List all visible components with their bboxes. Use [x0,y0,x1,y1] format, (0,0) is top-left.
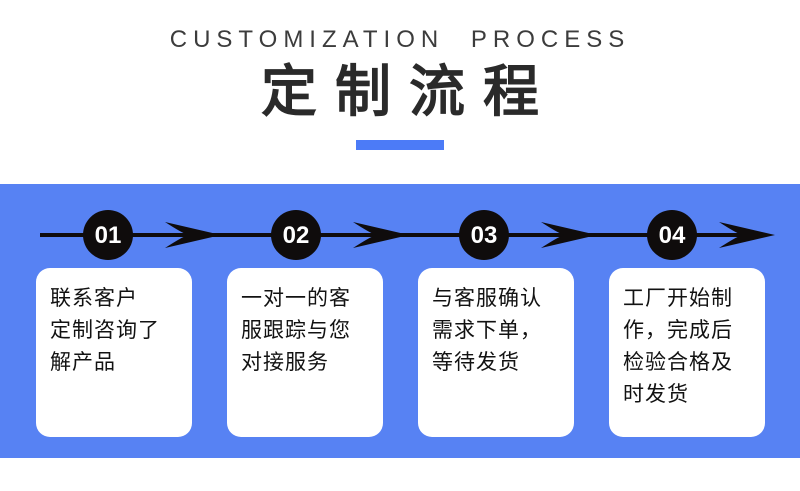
arrow-right-icon [165,222,221,248]
process-timeline: 01 02 03 04 [40,210,775,260]
step-text: 联系客户 定制咨询了 解产品 [50,287,160,374]
process-section: 01 02 03 04 联系客户 定制咨询了 解产品 一对一的客 服跟踪与您 对… [0,184,800,458]
step-number: 01 [95,222,122,249]
step-card-1: 联系客户 定制咨询了 解产品 [36,268,192,437]
subtitle-en: CUSTOMIZATION PROCESS [169,26,631,53]
step-number: 02 [283,222,310,249]
step-text: 工厂开始制 作，完成后 检验合格及 时发货 [623,287,733,406]
step-circle [83,210,133,260]
step-circle [459,210,509,260]
step-circle [271,210,321,260]
arrow-right-icon [541,222,597,248]
step-text: 一对一的客 服跟踪与您 对接服务 [241,287,351,374]
header: CUSTOMIZATION PROCESS 定制流程 [0,0,800,150]
step-card-4: 工厂开始制 作，完成后 检验合格及 时发货 [609,268,765,437]
step-text: 与客服确认 需求下单， 等待发货 [432,287,542,374]
step-number: 03 [471,222,498,249]
page-title: 定制流程 [261,60,557,123]
customization-process-page: CUSTOMIZATION PROCESS 定制流程 01 02 03 04 联… [0,0,800,458]
title-divider [356,140,444,150]
step-card-2: 一对一的客 服跟踪与您 对接服务 [227,268,383,437]
step-number: 04 [659,222,686,249]
step-card-3: 与客服确认 需求下单， 等待发货 [418,268,574,437]
step-cards-row: 联系客户 定制咨询了 解产品 一对一的客 服跟踪与您 对接服务 与客服确认 需求… [0,268,800,437]
arrow-right-icon [353,222,409,248]
arrow-right-icon [719,222,775,248]
step-circle [647,210,697,260]
